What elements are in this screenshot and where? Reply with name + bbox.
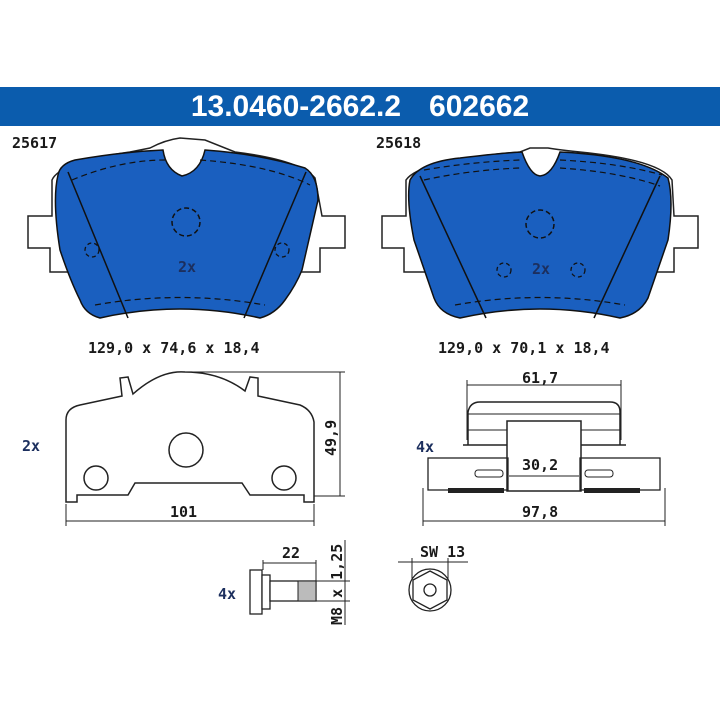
pad-right-quantity: 2x	[532, 260, 550, 278]
pad-right-dimensions: 129,0 x 70,1 x 18,4	[438, 339, 610, 357]
wrench-size: SW 13	[420, 543, 465, 561]
anti-noise-shim-drawing: 101 49,9	[65, 371, 345, 526]
shim-height: 49,9	[322, 420, 340, 456]
shim-quantity: 2x	[22, 437, 40, 455]
clip-quantity: 4x	[416, 438, 434, 456]
brake-pad-right-drawing: 2x	[381, 147, 699, 319]
bolt-thread: M8 x 1,25	[328, 544, 346, 625]
pad-id-left: 25617	[12, 134, 58, 152]
part-number: 13.0460-2662.2	[190, 89, 402, 123]
clip-inner-width: 30,2	[522, 456, 558, 474]
reference-number: 602662	[429, 89, 530, 123]
bolt-quantity: 4x	[218, 585, 236, 603]
guide-bolt-drawing: 22 M8 x 1,25 SW 13	[249, 540, 468, 625]
retaining-clip-drawing: 61,7 30,2 97,8	[422, 369, 666, 526]
shim-width: 101	[170, 503, 197, 521]
part-number-banner: 13.0460-2662.2 602662	[0, 87, 720, 126]
bolt-length: 22	[282, 544, 300, 562]
clip-top-width: 61,7	[522, 369, 558, 387]
pad-left-quantity: 2x	[178, 258, 196, 276]
brake-pad-left-drawing: 2x	[27, 137, 346, 319]
pad-left-dimensions: 129,0 x 74,6 x 18,4	[88, 339, 260, 357]
clip-overall-width: 97,8	[522, 503, 558, 521]
pad-id-right: 25618	[376, 134, 422, 152]
